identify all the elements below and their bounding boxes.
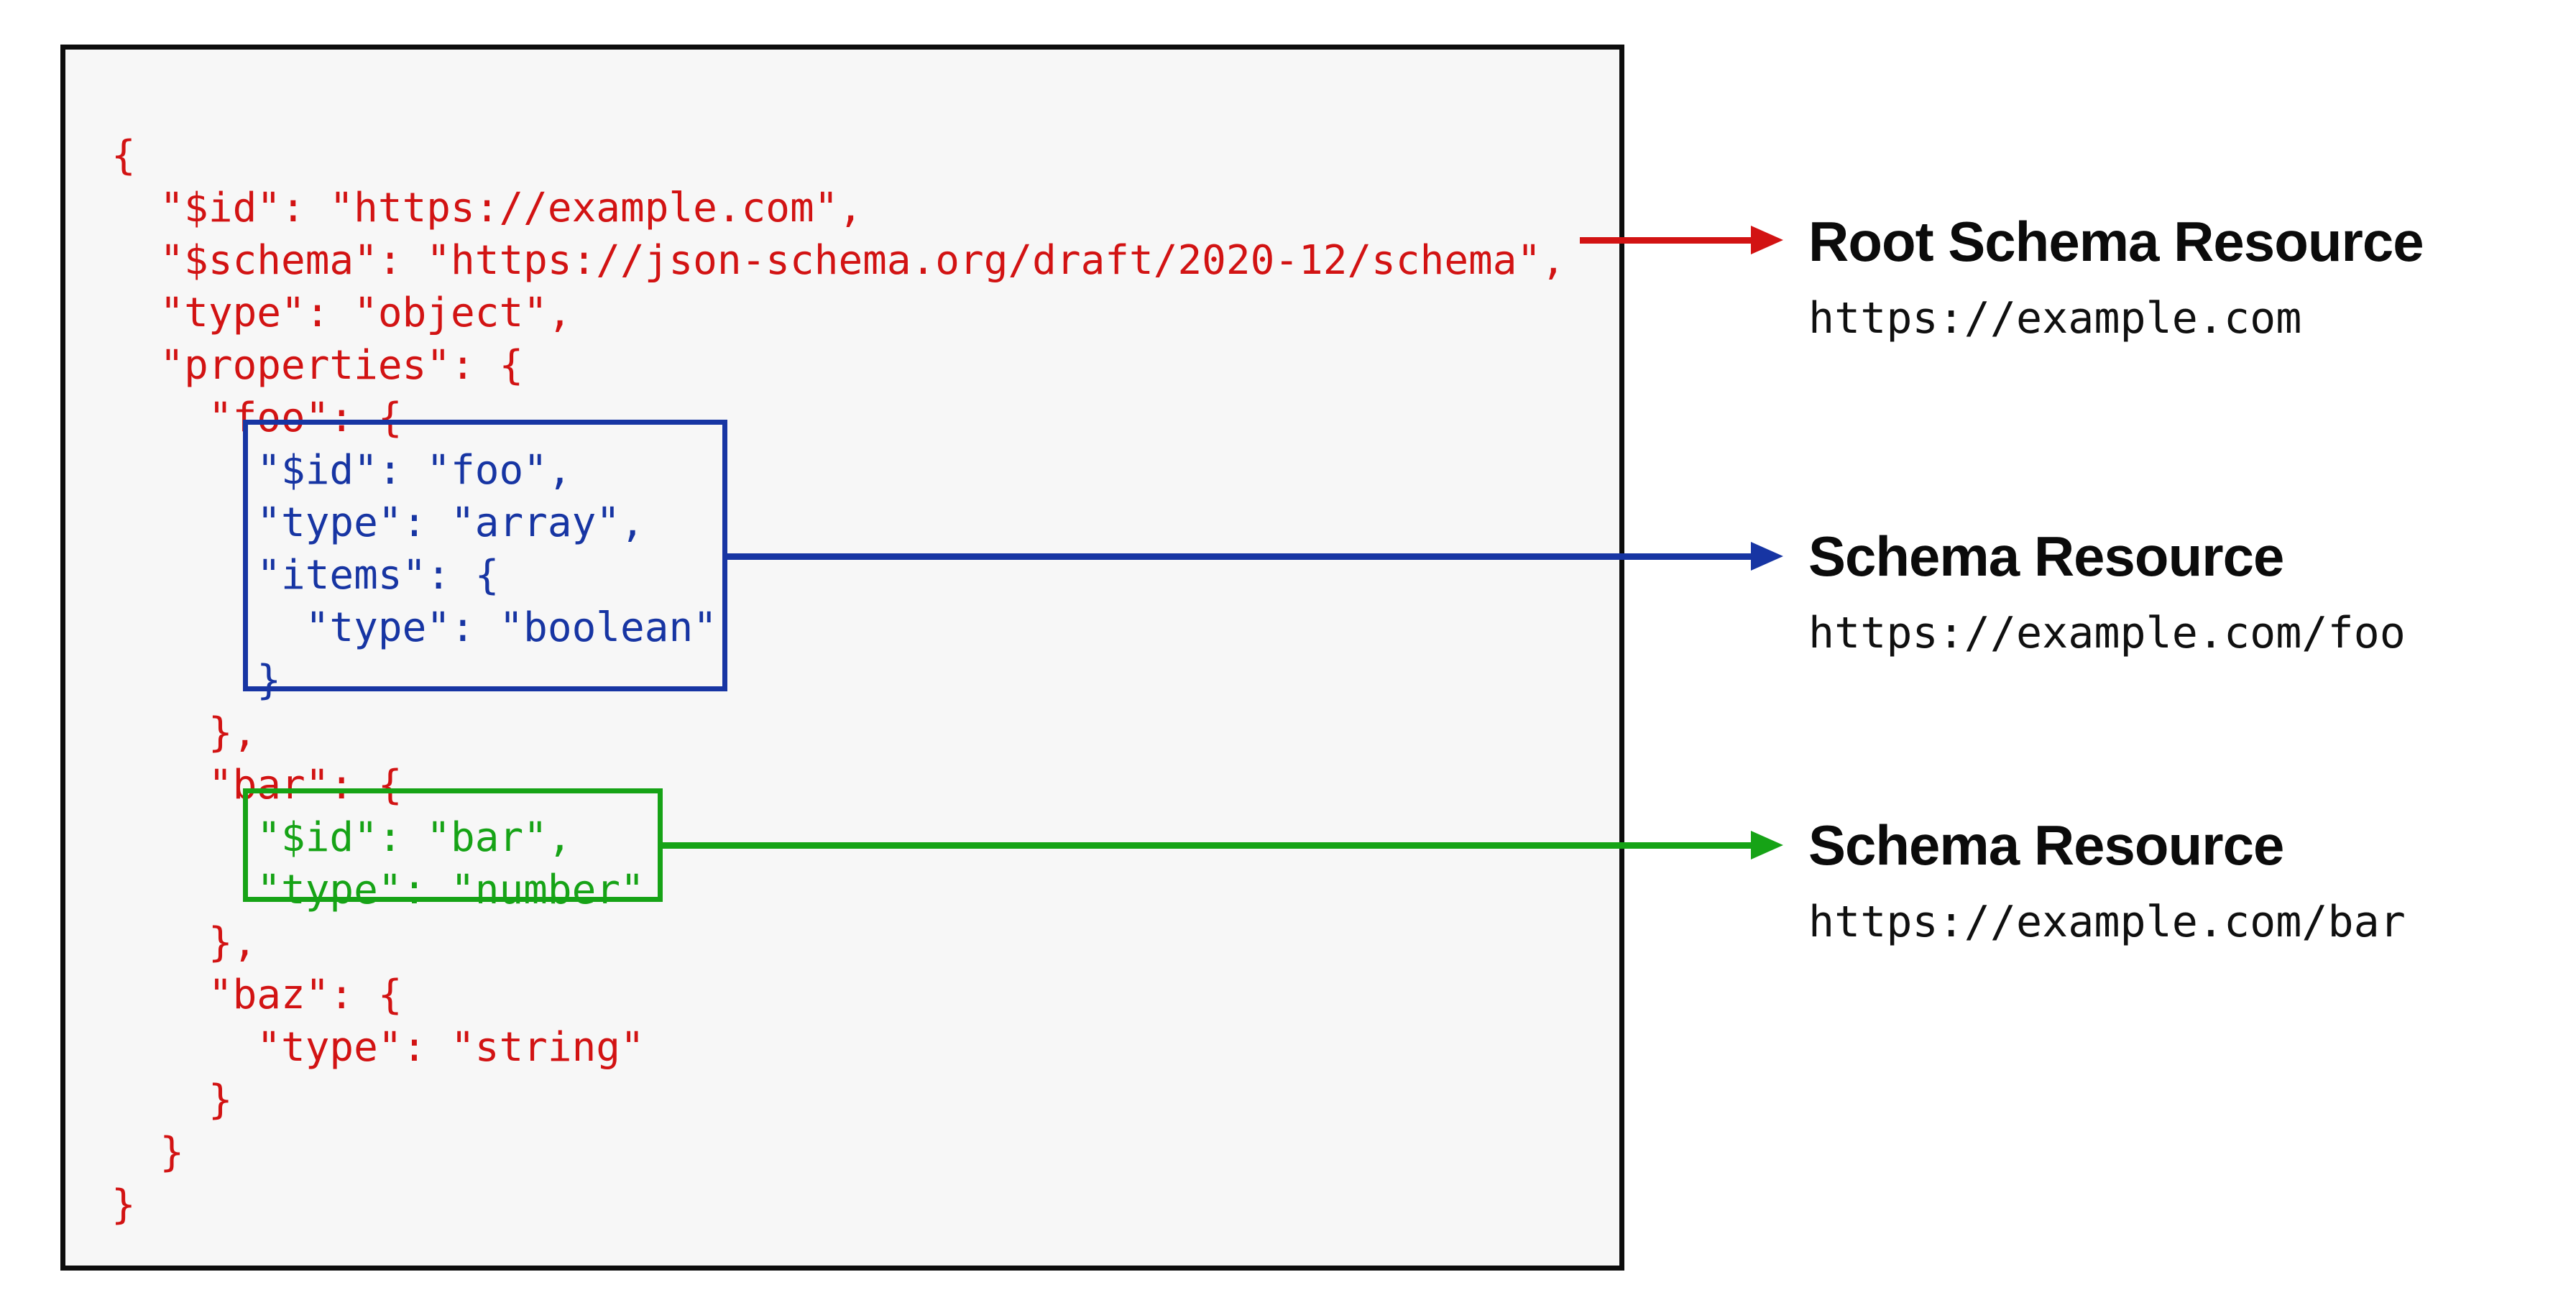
- code-line: }: [111, 657, 282, 704]
- code-line: "type": "object",: [111, 290, 572, 336]
- code-line: "items": {: [111, 552, 500, 599]
- code-line-schema-declaration: "$schema": "https://json-schema.org/draf…: [111, 237, 1565, 284]
- arrowhead-icon: [1751, 226, 1783, 254]
- json-code-block: { "$id": "https://example.com", "$schema…: [65, 50, 1619, 1266]
- arrowhead-icon: [1751, 542, 1783, 571]
- code-line: }: [111, 1077, 233, 1123]
- arrow-shaft: [723, 553, 1751, 560]
- code-line: "foo": {: [111, 395, 402, 441]
- code-line-foo-id: "$id": "foo",: [111, 447, 572, 494]
- code-line: "properties": {: [111, 342, 524, 389]
- code-line-bar-id: "$id": "bar",: [111, 814, 572, 861]
- code-line: "$id": "https://example.com",: [111, 185, 863, 231]
- bar-schema-resource-label: Schema Resource https://example.com/bar: [1808, 813, 2406, 948]
- bar-schema-resource-box: [243, 788, 663, 902]
- annotation-uri: https://example.com: [1808, 293, 2302, 344]
- code-line: "bar": {: [111, 762, 402, 808]
- code-line: },: [111, 709, 257, 756]
- root-schema-resource-label: Root Schema Resource https://example.com: [1808, 209, 2424, 344]
- code-line: "type": "boolean": [111, 604, 717, 651]
- foo-schema-resource-box: [243, 420, 727, 691]
- json-schema-code-panel: { "$id": "https://example.com", "$schema…: [60, 45, 1624, 1271]
- annotation-uri: https://example.com/bar: [1808, 897, 2406, 947]
- arrow-shaft: [1580, 237, 1751, 244]
- code-line: "baz": {: [111, 972, 402, 1018]
- code-line: {: [111, 132, 136, 179]
- arrowhead-icon: [1751, 831, 1783, 860]
- code-line: "type": "array",: [111, 499, 645, 546]
- arrow-shaft: [658, 842, 1751, 849]
- annotation-title: Schema Resource: [1808, 814, 2284, 877]
- annotation-title: Schema Resource: [1808, 525, 2284, 588]
- annotation-uri: https://example.com/foo: [1808, 608, 2406, 658]
- code-line: }: [111, 1129, 185, 1176]
- code-line: "type": "string": [111, 1024, 645, 1071]
- code-line: "type": "number": [111, 867, 645, 913]
- annotation-title: Root Schema Resource: [1808, 210, 2424, 273]
- code-line: },: [111, 919, 257, 966]
- code-line: }: [111, 1181, 136, 1228]
- foo-schema-resource-label: Schema Resource https://example.com/foo: [1808, 524, 2406, 659]
